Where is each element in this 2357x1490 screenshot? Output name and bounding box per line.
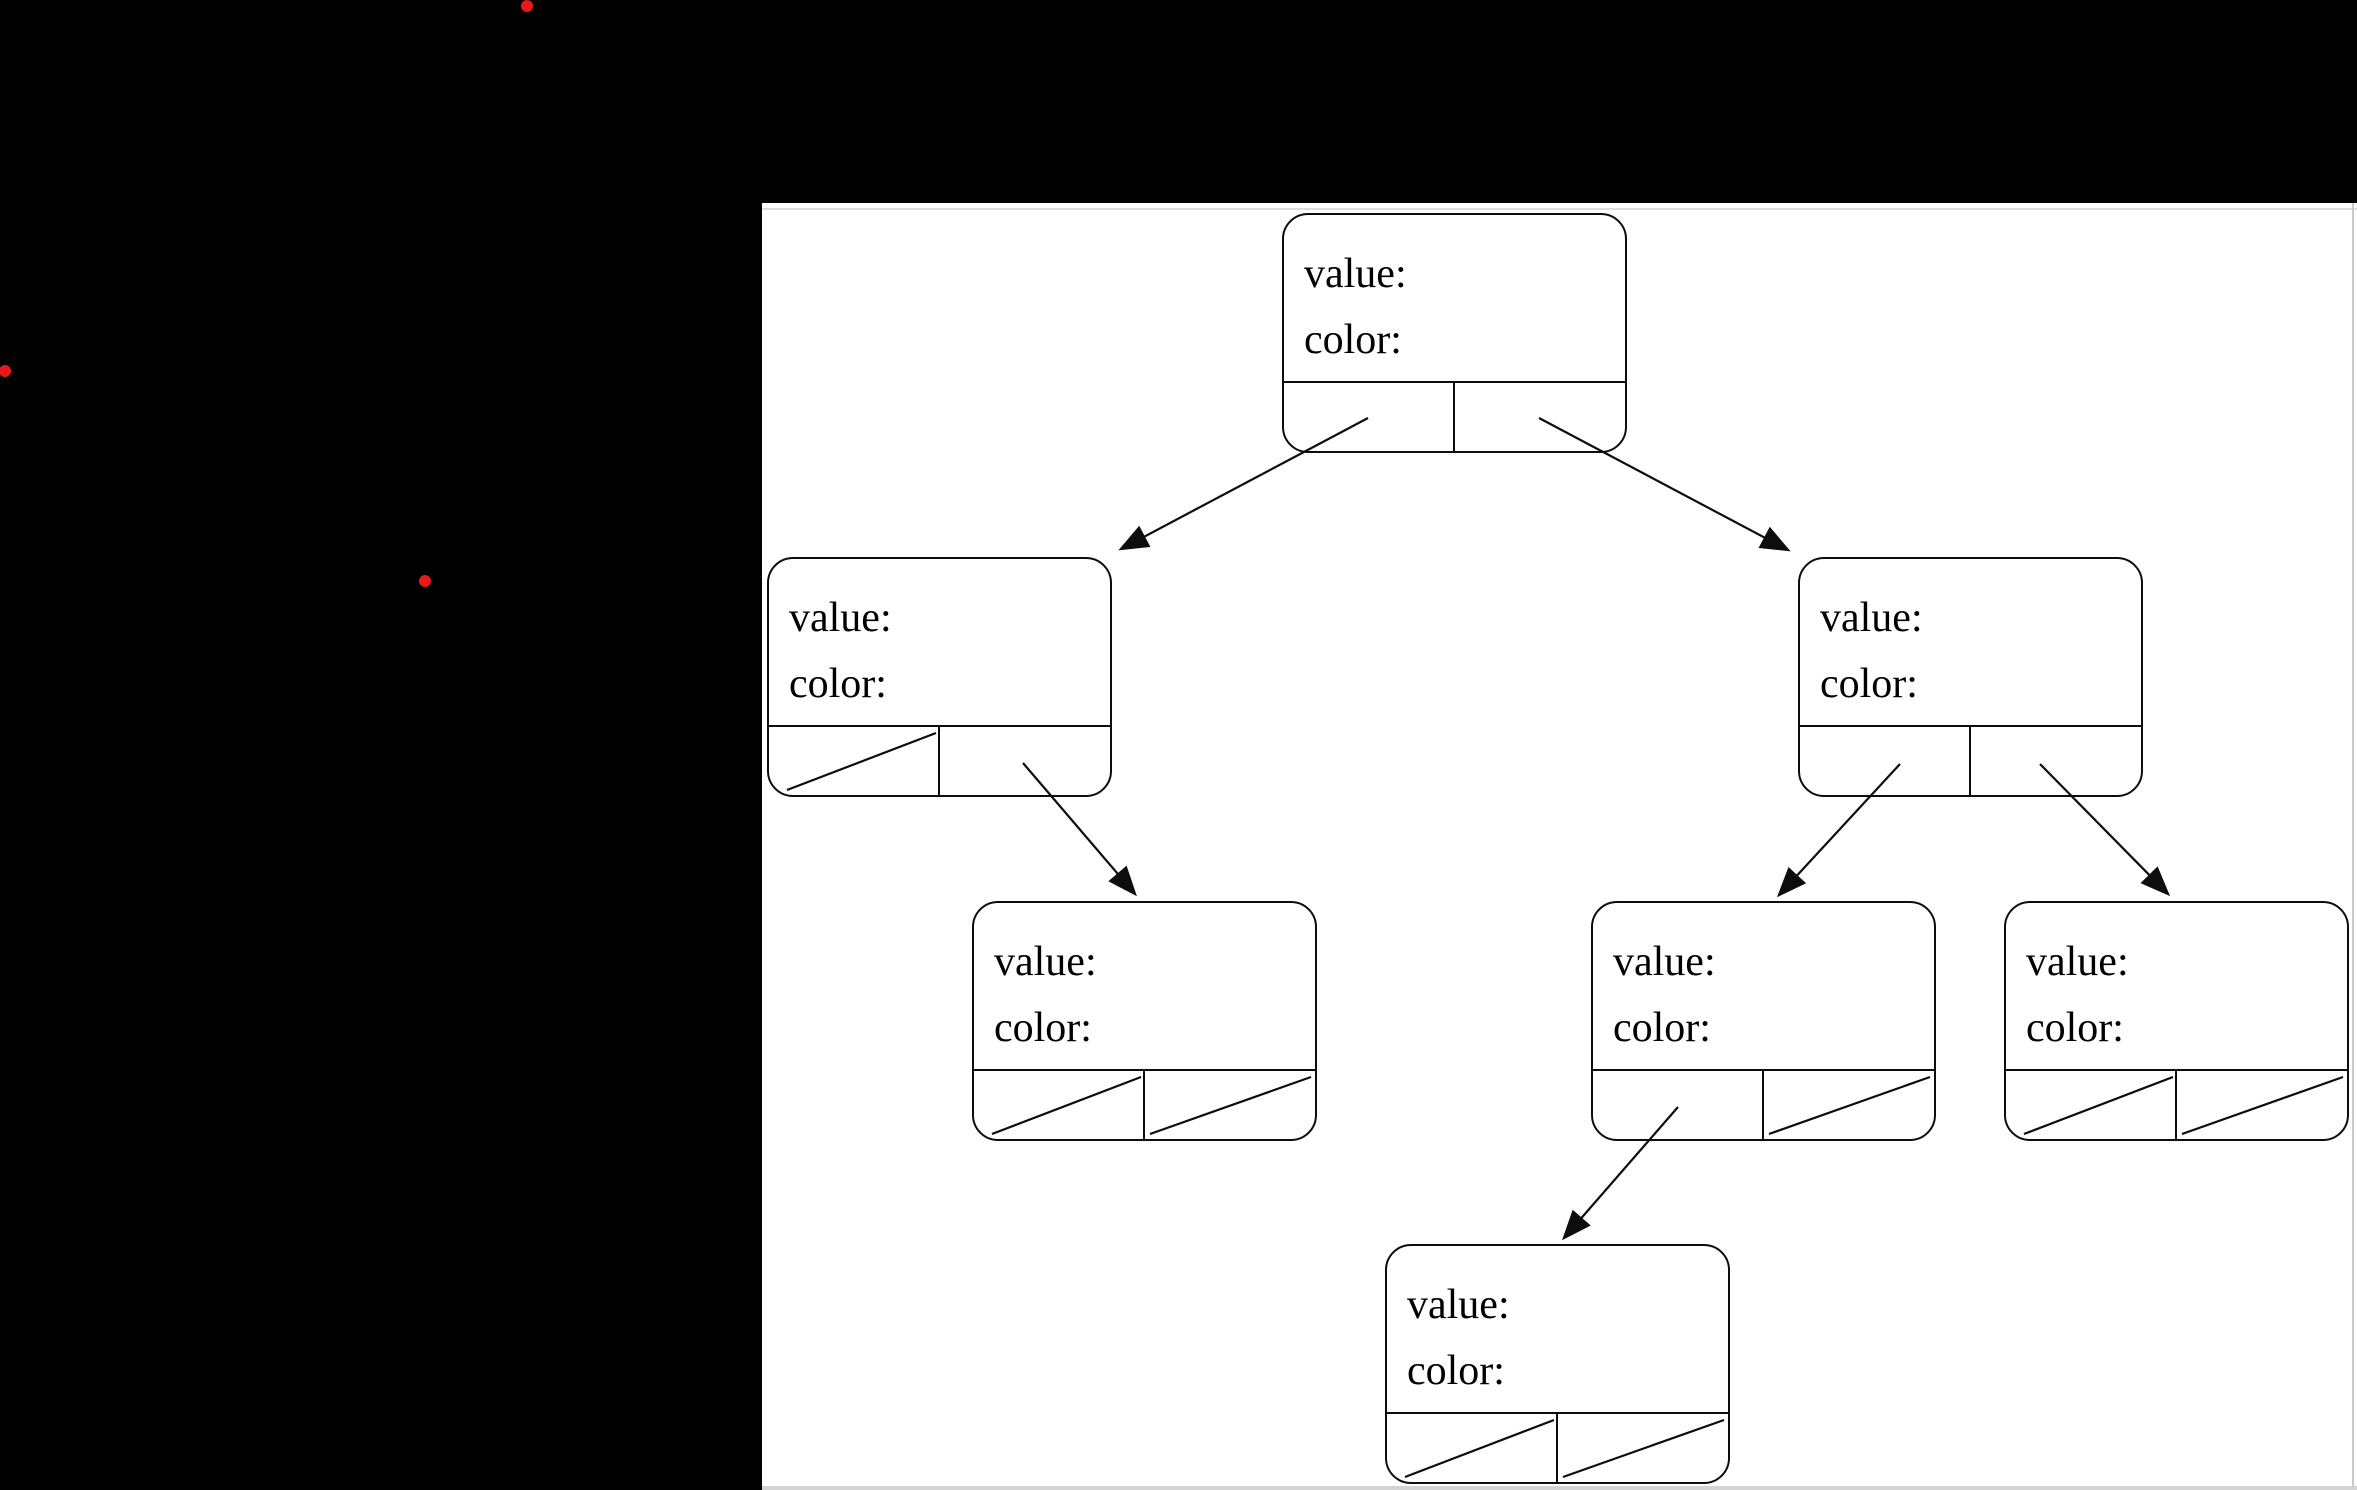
node-color-label: color: (1613, 1005, 1711, 1051)
left-pointer-cell (1284, 383, 1455, 451)
node-color-label: color: (1304, 317, 1402, 363)
tree-node-right-right-grandchild: value: color: (2004, 901, 2349, 1141)
page-top-divider-line (762, 208, 2357, 210)
tree-node-left-child: value: color: (767, 557, 1112, 797)
pointer-row (2006, 1069, 2347, 1139)
tree-node-right-child: value: color: (1798, 557, 2143, 797)
node-field-labels: value: color: (2026, 929, 2129, 1061)
pointer-row (769, 725, 1110, 795)
right-pointer-cell (1558, 1414, 1729, 1482)
pointer-row (1284, 381, 1625, 451)
node-value-label: value: (1304, 251, 1407, 297)
node-value-label: value: (2026, 939, 2129, 985)
tree-node-great-grandchild: value: color: (1385, 1244, 1730, 1484)
tree-node-right-left-grandchild: value: color: (1591, 901, 1936, 1141)
red-marker-dot-left (0, 365, 11, 377)
pointer-row (1387, 1412, 1728, 1482)
node-color-label: color: (2026, 1005, 2124, 1051)
page-bottom-edge-strip (762, 1486, 2357, 1490)
right-pointer-cell (2177, 1071, 2348, 1139)
red-marker-dot-top (521, 0, 533, 12)
right-pointer-cell (1971, 727, 2142, 795)
node-field-labels: value: color: (789, 585, 892, 717)
tree-node-left-right-grandchild: value: color: (972, 901, 1317, 1141)
node-color-label: color: (1407, 1348, 1505, 1394)
left-pointer-cell (974, 1071, 1145, 1139)
right-pointer-cell (940, 727, 1111, 795)
pointer-row (1593, 1069, 1934, 1139)
node-field-labels: value: color: (1613, 929, 1716, 1061)
pointer-row (1800, 725, 2141, 795)
left-pointer-cell (1387, 1414, 1558, 1482)
node-field-labels: value: color: (994, 929, 1097, 1061)
pointer-row (974, 1069, 1315, 1139)
node-color-label: color: (1820, 661, 1918, 707)
node-value-label: value: (1407, 1282, 1510, 1328)
node-value-label: value: (1820, 595, 1923, 641)
node-value-label: value: (789, 595, 892, 641)
node-color-label: color: (994, 1005, 1092, 1051)
node-color-label: color: (789, 661, 887, 707)
node-value-label: value: (1613, 939, 1716, 985)
left-pointer-cell (1800, 727, 1971, 795)
right-pointer-cell (1455, 383, 1626, 451)
node-field-labels: value: color: (1304, 241, 1407, 373)
tree-node-root: value: color: (1282, 213, 1627, 453)
left-pointer-cell (1593, 1071, 1764, 1139)
left-pointer-cell (769, 727, 940, 795)
right-pointer-cell (1764, 1071, 1935, 1139)
left-pointer-cell (2006, 1071, 2177, 1139)
red-marker-dot-middle (419, 575, 431, 587)
node-value-label: value: (994, 939, 1097, 985)
right-pointer-cell (1145, 1071, 1316, 1139)
node-field-labels: value: color: (1407, 1272, 1510, 1404)
node-field-labels: value: color: (1820, 585, 1923, 717)
page-right-edge-line (2352, 203, 2354, 1490)
